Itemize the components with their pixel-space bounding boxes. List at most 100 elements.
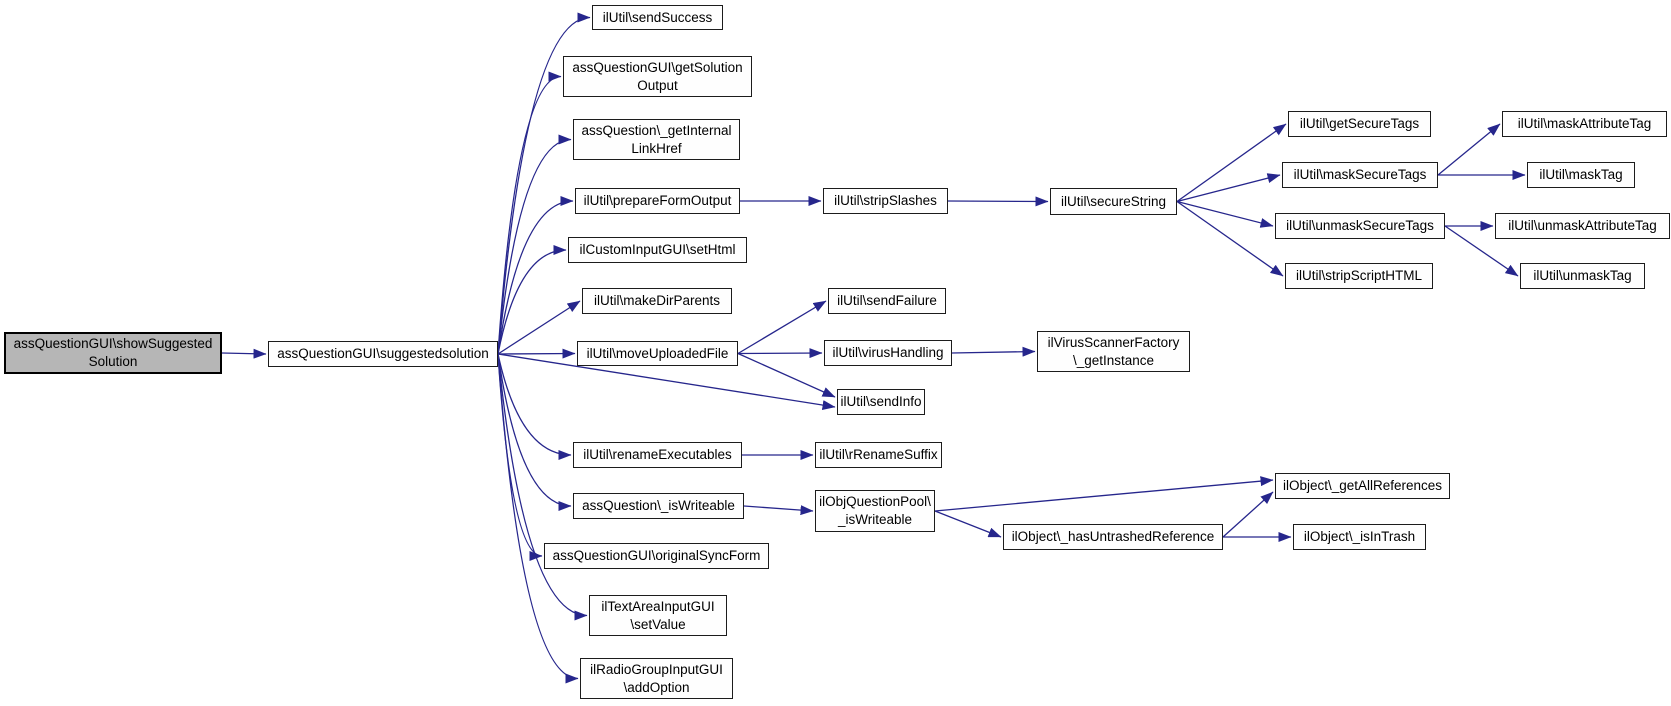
graph-node-get-all-references[interactable]: ilObject\_getAllReferences: [1275, 473, 1450, 499]
graph-node-unmask-tag[interactable]: ilUtil\unmaskTag: [1520, 263, 1645, 289]
call-edge-suggestedsolution--original-sync-form: [497, 353, 543, 561]
call-edge-move-uploaded-file--virus-handling: [737, 348, 823, 359]
graph-node-get-secure-tags[interactable]: ilUtil\getSecureTags: [1288, 111, 1431, 137]
node-label: \_getInstance: [1072, 352, 1155, 368]
node-label: ilObject\_isInTrash: [1303, 529, 1416, 544]
node-label: \addOption: [623, 679, 690, 695]
call-edge-secure-string--unmask-secure-tags: [1176, 200, 1274, 228]
node-label: assQuestionGUI\originalSyncForm: [552, 548, 761, 563]
node-label: ilUtil\secureString: [1060, 193, 1167, 209]
call-edge-obj-qpool-is-writeable--get-all-references: [934, 476, 1274, 512]
graph-node-mask-attribute-tag[interactable]: ilUtil\maskAttributeTag: [1502, 111, 1667, 137]
node-label: ilObjQuestionPool\: [819, 494, 931, 509]
node-label: Solution: [88, 354, 138, 369]
node-label: ilUtil\moveUploadedFile: [586, 345, 729, 361]
call-edge-ass-question-is-writeable--obj-qpool-is-writeable: [743, 505, 814, 516]
graph-node-move-uploaded-file[interactable]: ilUtil\moveUploadedFile: [577, 341, 738, 366]
call-edge-suggestedsolution--ass-question-is-writeable: [497, 353, 572, 511]
graph-node-virus-scanner-factory[interactable]: ilVirusScannerFactory \_getInstance: [1037, 331, 1190, 372]
call-edge-secure-string--strip-script-html: [1176, 200, 1284, 277]
call-edge-suggestedsolution--prepare-form-output: [497, 196, 574, 355]
node-label: assQuestion\_getInternal: [581, 122, 732, 138]
graph-node-obj-qpool-is-writeable[interactable]: ilObjQuestionPool\ _isWriteable: [815, 490, 935, 532]
node-label: assQuestionGUI\showSuggested: [13, 336, 213, 351]
node-label: ilUtil\sendInfo: [840, 394, 922, 409]
call-edge-unmask-secure-tags--unmask-tag: [1444, 225, 1519, 277]
node-label: ilUtil\rRenameSuffix: [819, 447, 938, 462]
node-label: ilUtil\sendSuccess: [602, 9, 713, 25]
call-edge-suggestedsolution--get-internal-link-href: [497, 134, 572, 355]
call-edge-secure-string--mask-secure-tags: [1176, 173, 1281, 203]
call-edge-suggestedsolution--set-html: [497, 245, 567, 355]
graph-node-original-sync-form[interactable]: assQuestionGUI\originalSyncForm: [544, 543, 769, 569]
node-label: ilVirusScannerFactory: [1047, 334, 1180, 350]
call-edge-suggestedsolution--make-dir-parents: [497, 300, 581, 355]
graph-node-secure-string[interactable]: ilUtil\secureString: [1050, 188, 1177, 215]
graph-node-send-info[interactable]: ilUtil\sendInfo: [837, 389, 925, 415]
graph-node-is-in-trash[interactable]: ilObject\_isInTrash: [1293, 524, 1426, 550]
call-edge-strip-slashes--secure-string: [947, 196, 1049, 207]
graph-node-rename-executables[interactable]: ilUtil\renameExecutables: [573, 442, 742, 468]
node-label: ilUtil\getSecureTags: [1299, 116, 1420, 131]
node-label: ilObject\_hasUntrashedReference: [1011, 529, 1215, 544]
call-edge-show-suggested-solution--suggestedsolution: [221, 348, 267, 359]
graph-node-rrename-suffix[interactable]: ilUtil\rRenameSuffix: [815, 442, 942, 468]
call-edge-suggestedsolution--set-value: [497, 353, 588, 621]
graph-node-set-html[interactable]: ilCustomInputGUI\setHtml: [568, 237, 747, 263]
graph-node-send-failure[interactable]: ilUtil\sendFailure: [828, 288, 946, 314]
graph-node-suggestedsolution[interactable]: assQuestionGUI\suggestedsolution: [268, 341, 498, 367]
node-label: ilUtil\stripSlashes: [834, 193, 937, 208]
graph-node-make-dir-parents[interactable]: ilUtil\makeDirParents: [582, 288, 732, 314]
call-edge-mask-secure-tags--mask-attribute-tag: [1437, 123, 1501, 176]
node-label: ilRadioGroupInputGUI: [590, 661, 723, 677]
graph-node-set-value[interactable]: ilTextAreaInputGUI\setValue: [589, 595, 727, 636]
node-label: ilUtil\maskSecureTags: [1293, 167, 1427, 182]
node-label: ilUtil\unmaskAttributeTag: [1508, 218, 1657, 233]
node-label: ilUtil\prepareFormOutput: [583, 193, 732, 208]
edge-group: [221, 12, 1526, 684]
graph-node-send-success[interactable]: ilUtil\sendSuccess: [592, 5, 723, 30]
graph-node-prepare-form-output[interactable]: ilUtil\prepareFormOutput: [575, 188, 740, 214]
graph-node-has-untrashed-reference[interactable]: ilObject\_hasUntrashedReference: [1003, 524, 1223, 550]
graph-node-unmask-secure-tags[interactable]: ilUtil\unmaskSecureTags: [1275, 213, 1445, 239]
graph-node-strip-script-html[interactable]: ilUtil\stripScriptHTML: [1285, 263, 1433, 289]
node-label: ilObject\_getAllReferences: [1282, 478, 1443, 493]
graph-node-virus-handling[interactable]: ilUtil\virusHandling: [824, 340, 952, 366]
node-label: ilUtil\makeDirParents: [593, 293, 721, 308]
node-label: assQuestion\_isWriteable: [582, 498, 735, 513]
graph-node-unmask-attribute-tag[interactable]: ilUtil\unmaskAttributeTag: [1495, 213, 1670, 239]
node-label: ilTextAreaInputGUI: [601, 598, 715, 614]
node-label: ilUtil\stripScriptHTML: [1295, 268, 1422, 283]
call-edge-move-uploaded-file--send-info: [737, 352, 836, 398]
call-edge-suggestedsolution--rename-executables: [497, 353, 572, 460]
graph-node-add-option[interactable]: ilRadioGroupInputGUI \addOption: [580, 658, 733, 699]
node-label: ilUtil\unmaskTag: [1533, 268, 1632, 283]
node-label: _isWriteable: [837, 512, 913, 527]
graph-node-strip-slashes[interactable]: ilUtil\stripSlashes: [823, 188, 948, 214]
node-label: ilCustomInputGUI\setHtml: [579, 242, 736, 257]
call-edge-obj-qpool-is-writeable--has-untrashed-reference: [934, 510, 1002, 538]
graph-node-mask-tag[interactable]: ilUtil\maskTag: [1527, 162, 1635, 188]
graph-node-ass-question-is-writeable[interactable]: assQuestion\_isWriteable: [573, 493, 744, 519]
node-label: LinkHref: [631, 140, 682, 156]
node-label: assQuestionGUI\getSolution: [572, 59, 743, 75]
call-edge-secure-string--get-secure-tags: [1176, 123, 1287, 203]
node-label: ilUtil\renameExecutables: [583, 447, 732, 462]
call-edge-suggestedsolution--send-success: [497, 12, 591, 355]
call-edge-virus-handling--virus-scanner-factory: [951, 346, 1036, 357]
call-edge-suggestedsolution--add-option: [497, 353, 579, 684]
call-edge-move-uploaded-file--send-failure: [737, 300, 827, 355]
call-edge-has-untrashed-reference--get-all-references: [1222, 491, 1274, 538]
node-label: ilUtil\sendFailure: [837, 293, 937, 308]
node-label: ilUtil\unmaskSecureTags: [1286, 218, 1434, 233]
node-label: ilUtil\maskAttributeTag: [1517, 116, 1652, 131]
graph-node-mask-secure-tags[interactable]: ilUtil\maskSecureTags: [1282, 162, 1438, 188]
call-edge-suggestedsolution--send-info: [497, 353, 836, 410]
call-edge-suggestedsolution--move-uploaded-file: [497, 348, 576, 359]
node-label: assQuestionGUI\suggestedsolution: [277, 346, 489, 361]
